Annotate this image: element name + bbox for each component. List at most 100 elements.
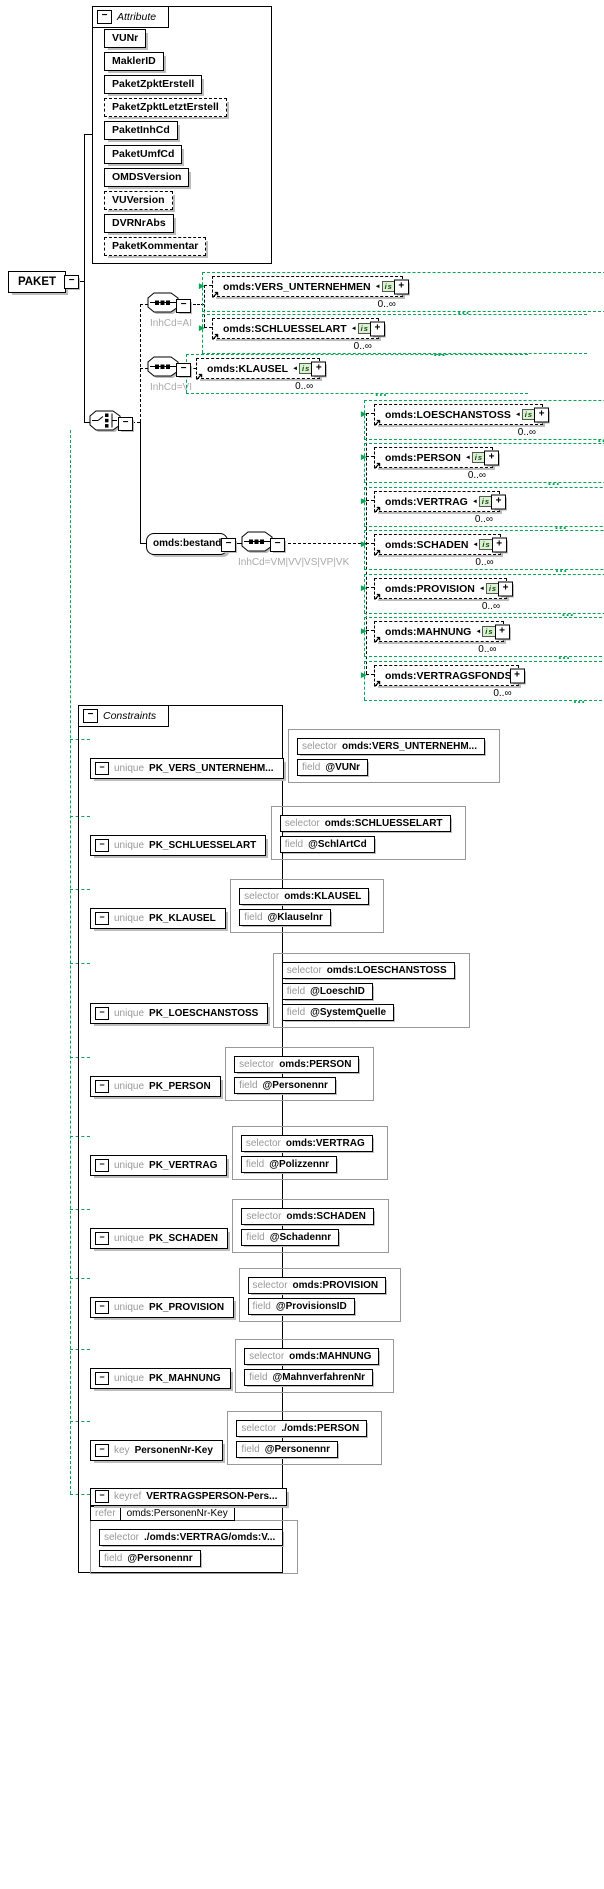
- range-line: [364, 482, 604, 483]
- expand-icon[interactable]: +: [369, 321, 385, 336]
- expand-icon[interactable]: +: [393, 279, 409, 294]
- expand-icon[interactable]: +: [494, 624, 510, 639]
- element-schaden[interactable]: ▶ ↗ omds:SCHADEN ◄ is + 0..∞ …: [361, 530, 604, 575]
- attribute-paketzpktletzterstell[interactable]: PaketZpktLetztErstell: [104, 98, 227, 117]
- range-line: [364, 617, 365, 656]
- range-line: [70, 1209, 90, 1210]
- refer-row[interactable]: refer omds:PersonenNr-Key: [90, 1505, 235, 1521]
- expand-icon[interactable]: +: [534, 407, 550, 422]
- collapse-icon[interactable]: −: [95, 1444, 109, 1457]
- attribute-paketzpkterstell[interactable]: PaketZpktErstell: [104, 75, 203, 94]
- collapse-icon[interactable]: −: [270, 538, 285, 552]
- attribute-maklerid[interactable]: MaklerID: [104, 52, 164, 71]
- element-provision[interactable]: ▶ ↗ omds:PROVISION ◄ is + 0..∞ …: [361, 574, 604, 619]
- element-klausel[interactable]: ▶ ↗ omds:KLAUSEL ◄ is + 0..∞ …: [183, 354, 529, 399]
- connector: [140, 304, 148, 305]
- constraint-header[interactable]: − unique PK_VERTRAG: [90, 1155, 228, 1176]
- element-vertragsfonds[interactable]: ▶ ↗ omds:VERTRAGSFONDS + 0..∞ …: [361, 661, 604, 706]
- constraint-header[interactable]: − unique PK_PERSON: [90, 1076, 221, 1097]
- field-row[interactable]: field@MahnverfahrenNr: [244, 1369, 374, 1386]
- occurrence-label: 0..∞: [295, 381, 314, 392]
- element-person[interactable]: ▶ ↗ omds:PERSON ◄ is + 0..∞ …: [361, 443, 604, 488]
- field-row[interactable]: field@VUNr: [296, 759, 369, 776]
- collapse-icon[interactable]: −: [83, 709, 98, 723]
- attribute-dvrnrabs[interactable]: DVRNrAbs: [104, 214, 174, 233]
- constraint-header[interactable]: − unique PK_VERS_UNTERNEHM...: [90, 758, 284, 779]
- expand-icon[interactable]: +: [484, 450, 500, 465]
- expand-icon[interactable]: +: [491, 494, 507, 509]
- element-schluesselart[interactable]: ▶ ↗ omds:SCHLUESSELART ◄ is + 0..∞ …: [199, 314, 587, 359]
- constraint-header[interactable]: − unique PK_MAHNUNG: [90, 1368, 231, 1389]
- constraint-header[interactable]: − keyref VERTRAGSPERSON-Pers...: [90, 1487, 288, 1506]
- attribute-vunr[interactable]: VUNr: [104, 29, 147, 48]
- collapse-icon[interactable]: −: [95, 1232, 109, 1245]
- range-dots: …: [432, 344, 447, 359]
- collapse-icon[interactable]: −: [95, 1301, 109, 1314]
- field-row[interactable]: field@Schadennr: [241, 1229, 340, 1246]
- field-row[interactable]: field@Personennr: [234, 1077, 336, 1094]
- expand-icon[interactable]: +: [509, 668, 525, 683]
- field-row[interactable]: field@Polizzennr: [240, 1156, 337, 1173]
- field-row[interactable]: field@Klauselnr: [239, 909, 331, 926]
- collapse-icon[interactable]: −: [64, 275, 79, 289]
- collapse-icon[interactable]: −: [118, 417, 133, 431]
- collapse-icon[interactable]: −: [221, 538, 236, 552]
- selector-row[interactable]: selector./omds:VERTRAG/omds:V...: [99, 1528, 284, 1546]
- constraint-header[interactable]: − unique PK_PROVISION: [90, 1297, 235, 1318]
- collapse-icon[interactable]: −: [95, 1372, 109, 1385]
- field-row[interactable]: field@Personennr: [99, 1549, 201, 1567]
- attribute-paketinhcd[interactable]: PaketInhCd: [104, 121, 178, 140]
- expand-icon[interactable]: +: [491, 537, 507, 552]
- field-row[interactable]: field@SchlArtCd: [279, 836, 375, 853]
- constraints-tab[interactable]: − Constraints: [78, 705, 170, 727]
- field-row[interactable]: field@Personennr: [236, 1441, 339, 1458]
- attribute-paketumfcd[interactable]: PaketUmfCd: [104, 145, 183, 164]
- field-row[interactable]: field@LoeschID: [281, 983, 373, 1000]
- collapse-icon[interactable]: −: [95, 1490, 109, 1503]
- constraint-header[interactable]: − key PersonenNr-Key: [90, 1440, 223, 1461]
- collapse-icon[interactable]: −: [176, 363, 191, 377]
- collapse-icon[interactable]: −: [95, 1159, 109, 1172]
- collapse-icon[interactable]: −: [95, 762, 109, 775]
- collapse-icon[interactable]: −: [95, 1007, 109, 1020]
- connector: [366, 543, 374, 544]
- collapse-icon[interactable]: −: [176, 299, 191, 313]
- element-mahnung[interactable]: ▶ ↗ omds:MAHNUNG ◄ is + 0..∞ …: [361, 617, 604, 662]
- constraint-header[interactable]: − unique PK_SCHLUESSELART: [90, 835, 267, 856]
- range-line: [364, 530, 604, 531]
- element-vers-unternehmen[interactable]: ▶ ↗ omds:VERS_UNTERNEHMEN ◄ is + 0..∞ …: [199, 272, 604, 317]
- constraint-header[interactable]: − unique PK_SCHADEN: [90, 1228, 228, 1249]
- attribute-vuversion[interactable]: VUVersion: [104, 191, 173, 210]
- paket-element[interactable]: PAKET: [8, 271, 66, 293]
- element-loeschanstoss[interactable]: ▶ ↗ omds:LOESCHANSTOSS ◄ is + 0..∞ …: [361, 400, 604, 445]
- constraint-header[interactable]: − unique PK_LOESCHANSTOSS: [90, 1003, 269, 1024]
- expand-icon[interactable]: +: [311, 361, 327, 376]
- field-row[interactable]: field@SystemQuelle: [281, 1004, 395, 1021]
- collapse-icon[interactable]: −: [95, 1080, 109, 1093]
- collapse-icon[interactable]: −: [97, 10, 112, 24]
- collapse-icon[interactable]: −: [95, 839, 109, 852]
- selector-row[interactable]: selector./omds:PERSON: [236, 1420, 368, 1437]
- attribute-paketkommentar[interactable]: PaketKommentar: [104, 237, 207, 256]
- attributes-tab[interactable]: − Attribute: [92, 6, 170, 28]
- expand-icon[interactable]: +: [498, 581, 514, 596]
- attribute-omdsversion[interactable]: OMDSVersion: [104, 168, 190, 187]
- collapse-icon[interactable]: −: [95, 912, 109, 925]
- bestand-element[interactable]: omds:bestand: [146, 533, 229, 555]
- range-line: [364, 443, 365, 482]
- badge-arrow-icon: ◄: [292, 365, 299, 372]
- field-row[interactable]: field@ProvisionsID: [247, 1298, 355, 1315]
- occurrence-label: 0..∞: [474, 514, 494, 525]
- element-vertrag[interactable]: ▶ ↗ omds:VERTRAG ◄ is + 0..∞ …: [361, 487, 604, 532]
- constraint-header[interactable]: − unique PK_KLAUSEL: [90, 908, 226, 929]
